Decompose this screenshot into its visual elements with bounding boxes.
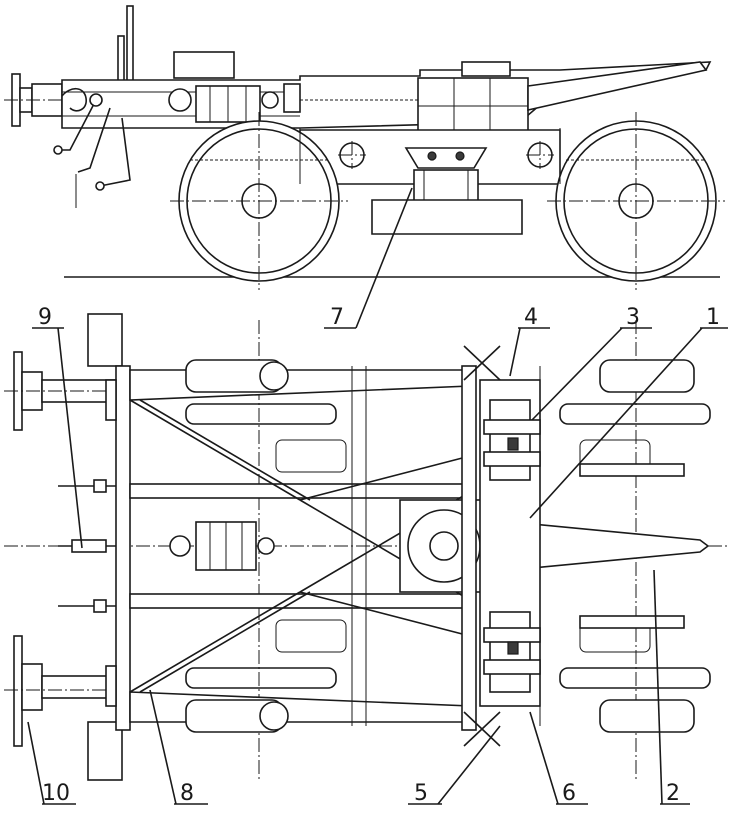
plan-wheels — [185, 403, 711, 689]
plan-end-box-bottom — [87, 721, 123, 781]
side-main-frame — [61, 61, 712, 129]
callout-10: 10 — [42, 781, 70, 806]
plan-axle-boxes — [185, 359, 695, 733]
side-brake-links — [53, 93, 131, 208]
side-view — [4, 5, 725, 290]
callout-1: 1 — [706, 305, 720, 330]
plan-rail-bottom — [129, 691, 471, 723]
plan-brake-levers — [463, 345, 501, 747]
callout-labels: 7 9 4 3 1 10 8 5 6 2 — [38, 305, 720, 806]
plan-buffer-bottom — [4, 635, 130, 747]
callout-5: 5 — [414, 781, 428, 806]
plan-view — [4, 313, 728, 781]
side-top-box — [173, 51, 235, 79]
plan-rail-top — [129, 369, 471, 401]
callout-6: 6 — [562, 781, 576, 806]
callout-2: 2 — [666, 781, 680, 806]
callout-9: 9 — [38, 305, 52, 330]
side-wheel-right — [547, 112, 725, 290]
plan-diagonals — [129, 399, 471, 693]
plan-brake-cylinder — [169, 521, 275, 571]
plan-end-studs — [58, 479, 116, 613]
side-centre-pivot — [371, 147, 523, 235]
side-brake-cylinder — [168, 83, 301, 123]
plan-end-box-top — [87, 313, 123, 367]
plan-long-upper — [129, 483, 471, 499]
plan-long-lower — [129, 593, 471, 609]
callout-3: 3 — [626, 305, 640, 330]
callout-8: 8 — [180, 781, 194, 806]
plan-buffer-top — [4, 351, 130, 431]
callout-7: 7 — [330, 305, 344, 330]
side-tow-bar — [527, 61, 708, 111]
coupler-hook — [61, 87, 87, 112]
side-wheel-left — [170, 112, 348, 290]
plan-bolster — [461, 365, 477, 731]
plan-end-plate — [115, 365, 131, 731]
callout-4: 4 — [524, 305, 538, 330]
side-buffer — [4, 73, 80, 127]
callout-leaders — [27, 187, 728, 805]
